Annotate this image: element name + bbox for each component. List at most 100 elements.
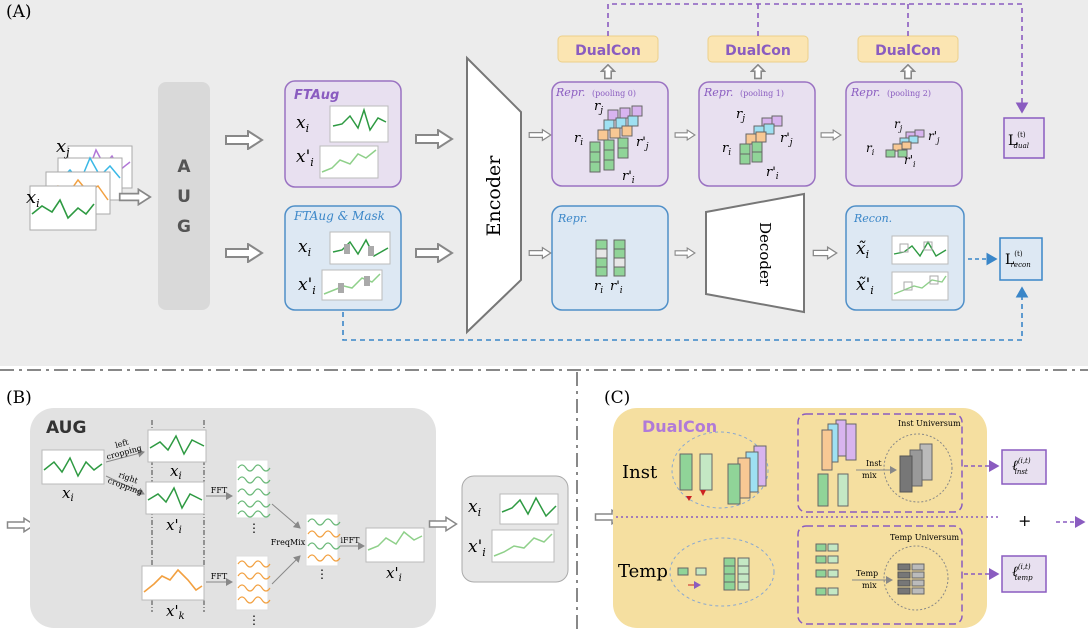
svg-text:r'i: r'i — [610, 279, 623, 296]
b-xk-plot — [141, 565, 205, 601]
b-xk-label: x'k — [166, 602, 185, 622]
plus-sign: + — [1018, 511, 1031, 530]
svg-text:x̃i: x̃i — [856, 239, 869, 261]
dualcon-label-0: DualCon — [575, 43, 641, 59]
svg-text:(pooling 1): (pooling 1) — [740, 89, 784, 98]
ftaug-mask-title: FTAug & Mask — [293, 209, 385, 223]
dualcon-label-1: DualCon — [725, 43, 791, 59]
svg-text:rj: rj — [594, 99, 603, 116]
b-input-label: xi — [62, 484, 74, 504]
svg-text:Repr.: Repr. — [557, 212, 587, 225]
dualcon-headers: DualCon DualCon DualCon — [557, 35, 959, 80]
svg-text:(pooling 2): (pooling 2) — [887, 89, 931, 98]
ftaug-mask-x-plot — [329, 231, 391, 265]
aug-letter-a: A — [177, 157, 191, 177]
panel-c-dualcon-box — [613, 408, 987, 628]
encoder-label: Encoder — [483, 155, 505, 237]
ftaug-title: FTAug — [294, 88, 339, 103]
svg-text:r'i: r'i — [622, 169, 635, 186]
panel-c-title: DualCon — [642, 417, 717, 436]
b-ifft-label: iFFT — [341, 536, 361, 545]
b-crop-1-label: xi — [170, 462, 182, 482]
loss-temp-label: ℓ(i,t)temp — [1012, 563, 1033, 582]
svg-text:ri: ri — [866, 141, 875, 157]
panel-a-label: (A) — [6, 2, 32, 22]
b-freq-components-green: ⋮ — [235, 459, 271, 535]
panel-c-label: (C) — [604, 388, 630, 408]
repr-box-1: Repr. (pooling 1) rj ri r'j r'i — [698, 81, 816, 187]
dualcon-label-2: DualCon — [875, 43, 941, 59]
aug-block — [158, 82, 210, 310]
ftaug-mask-xp-label: x'i — [298, 275, 316, 297]
svg-text:r'i: r'i — [904, 153, 916, 169]
b-fft-label-1: FFT — [211, 486, 228, 495]
svg-text:Repr.: Repr. — [850, 86, 880, 99]
svg-text:ri: ri — [574, 131, 583, 148]
loss-inst-label: ℓ(i,t)inst — [1012, 457, 1031, 476]
c-temp-universum: Temp Universum Temp mix — [797, 525, 963, 625]
recon-box: Recon. x̃i x̃'i — [845, 205, 965, 311]
b-output-plot — [365, 527, 425, 563]
ftaug-mask-xp-plot — [321, 269, 383, 301]
svg-text:r'j: r'j — [928, 129, 940, 145]
panel-b-label: (B) — [6, 388, 32, 408]
b-mixed-components: ⋮ — [305, 513, 341, 581]
c-inst-universum: Inst Universum Inst mix — [797, 413, 963, 513]
panel-b-aug-title: AUG — [46, 418, 86, 438]
svg-text:x̃'i: x̃'i — [856, 275, 874, 297]
svg-text:Repr.: Repr. — [703, 86, 733, 99]
repr-box-0: Repr. (pooling 0) rj ri r'j r'i — [551, 81, 669, 187]
c-temp-label: Temp — [618, 561, 668, 582]
b-result-xp-label: x'i — [468, 537, 486, 559]
svg-text:Temp Universum: Temp Universum — [890, 533, 959, 542]
aug-letter-g: G — [177, 217, 191, 237]
b-freq-components-orange: ⋮ — [235, 555, 271, 627]
b-fft-label-2: FFT — [211, 572, 228, 581]
panel-b-aug-box — [30, 408, 436, 628]
repr-box-2: Repr. (pooling 2) rj ri r'j r'i — [845, 81, 963, 187]
encoder-block — [466, 55, 522, 335]
svg-text:ri: ri — [722, 141, 731, 158]
svg-text:ri: ri — [594, 279, 603, 296]
ftaug-mask-x-label: xi — [298, 237, 311, 259]
svg-text:r'j: r'j — [780, 131, 793, 148]
svg-text:(pooling 0): (pooling 0) — [592, 89, 636, 98]
svg-text:rj: rj — [894, 117, 903, 133]
loss-dual-label: L(t)dual — [1008, 131, 1029, 150]
input-xj-label: xj — [56, 136, 70, 159]
c-temp-representations — [669, 537, 775, 607]
loss-dual-box — [1003, 117, 1045, 159]
c-inst-representations — [671, 431, 769, 509]
recon-loss-dashed-line — [342, 286, 1029, 341]
loss-recon-label: L(t)recon — [1005, 250, 1031, 269]
svg-text:Recon.: Recon. — [853, 212, 892, 225]
input-xi-label: xi — [26, 187, 40, 210]
repr-bottom-box: Repr. ri r'i — [551, 205, 669, 311]
svg-text:⋮: ⋮ — [316, 567, 328, 581]
svg-text:Inst: Inst — [866, 459, 882, 468]
b-crop-1-plot — [147, 429, 207, 463]
svg-text:mix: mix — [862, 471, 877, 480]
decoder-label: Decoder — [756, 222, 774, 287]
c-inst-label: Inst — [622, 462, 658, 483]
svg-text:⋮: ⋮ — [248, 521, 260, 535]
ftaug-xp-label: x'i — [296, 147, 314, 169]
b-crop-2-plot — [145, 481, 205, 515]
ftaug-xp-plot — [319, 145, 379, 179]
loss-inst-box — [1001, 449, 1047, 485]
svg-text:Repr.: Repr. — [555, 86, 585, 99]
svg-text:rj: rj — [736, 107, 745, 124]
dual-loss-dashed-line — [607, 3, 1029, 114]
input-series-stack — [29, 145, 133, 231]
aug-letter-u: U — [177, 187, 191, 207]
svg-text:Inst Universum: Inst Universum — [898, 419, 961, 428]
b-input-plot — [41, 449, 105, 485]
svg-text:⋮: ⋮ — [248, 613, 260, 627]
decoder-block — [705, 192, 805, 314]
b-output-label: x'i — [386, 564, 402, 584]
svg-text:r'j: r'j — [636, 135, 649, 152]
b-result-x-label: xi — [468, 497, 481, 519]
loss-temp-box — [1001, 555, 1047, 593]
b-crop-2-label: x'i — [166, 516, 182, 536]
